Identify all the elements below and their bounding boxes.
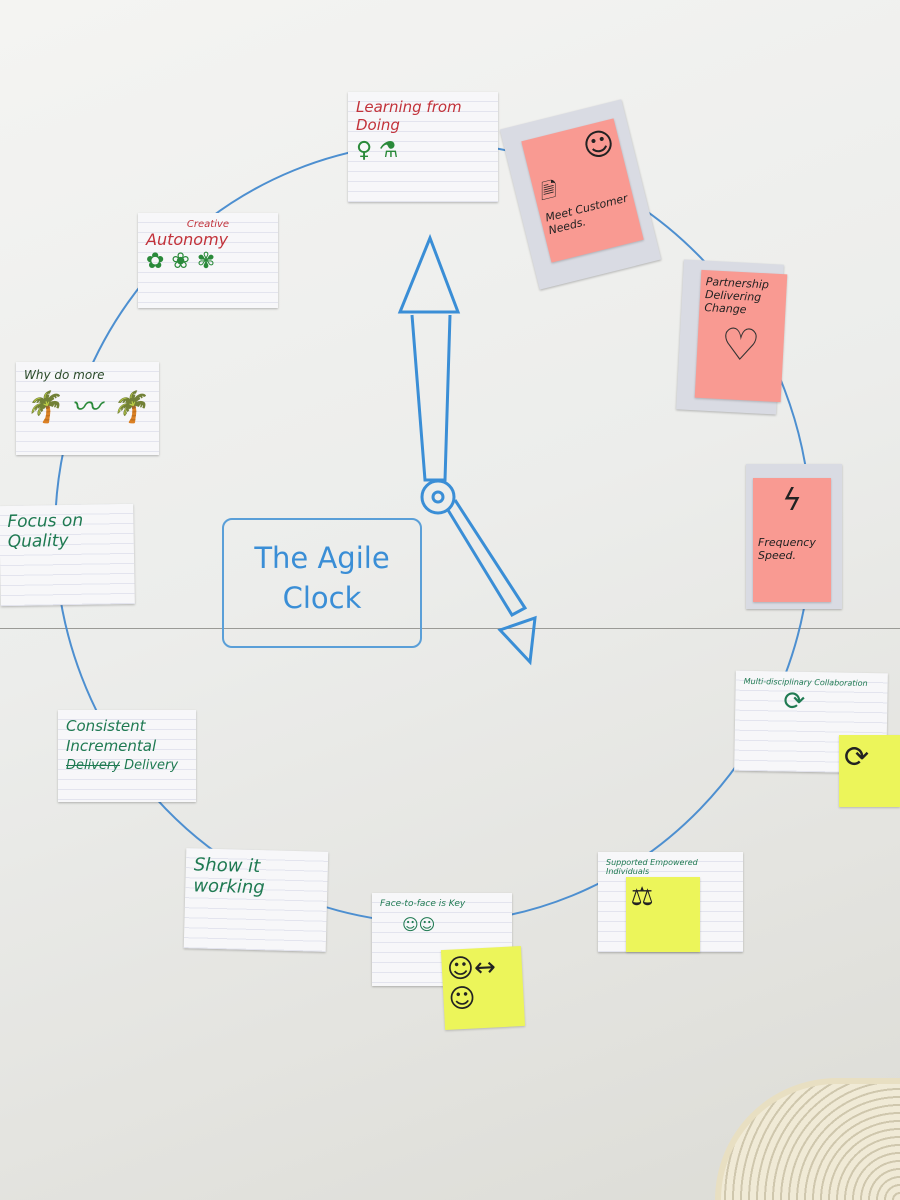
palm-tree-icon: 🌴 〰 🌴	[24, 390, 148, 425]
title-box: The Agile Clock	[222, 518, 422, 648]
lightning-icon: ϟ	[782, 483, 802, 518]
sticky-multi-disciplinary: ⟳	[839, 735, 900, 807]
card-label-small: Creative	[186, 219, 230, 230]
crossed-out-word: Delivery	[66, 758, 120, 773]
card-why-do-more: Why do more 🌴 〰 🌴	[16, 362, 159, 455]
card-label: Autonomy	[146, 230, 229, 249]
seesaw-icon: ⚖	[631, 882, 654, 912]
faces-icon: ☺☺	[402, 915, 436, 934]
heart-fist-icon: ♡	[719, 318, 762, 372]
clock-hub	[420, 479, 456, 515]
card-label: Supported Empowered Individuals	[606, 858, 698, 876]
card-label-2: Incremental	[66, 737, 157, 755]
sticky-supported: ⚖	[626, 877, 700, 952]
card-focus-on-quality: Focus on Quality	[0, 503, 135, 607]
title-line-2: Clock	[282, 581, 362, 615]
card-label: Multi-disciplinary Collaboration	[743, 676, 868, 688]
card-label: Focus on Quality	[7, 510, 84, 553]
card-learning-from-doing: Learning from Doing ♀ ⚗	[348, 92, 498, 202]
flower-icon: ✿ ❀ ✾	[146, 249, 216, 274]
title-line-1: The Agile	[254, 541, 390, 575]
sticky-label: Partnership Delivering Change	[704, 275, 770, 317]
sticky-frequency-speed: ϟ Frequency Speed.	[753, 478, 831, 602]
cycle-people-icon: ⟳	[844, 740, 870, 775]
card-label-1: Consistent	[66, 717, 146, 735]
card-consistent-incremental-delivery: Consistent Incremental Delivery Delivery	[58, 710, 196, 802]
sticky-face-to-face: ☺↔☺	[440, 945, 526, 1031]
card-label: Why do more	[24, 368, 105, 382]
clock-hand-long	[397, 233, 461, 482]
card-label: Face-to-face is Key	[380, 899, 466, 909]
card-show-it-working: Show it working	[183, 848, 329, 952]
card-label-3: Delivery	[124, 758, 179, 773]
two-people-icon: ☺↔☺	[446, 952, 497, 1015]
stick-figure-icon: ♀ ⚗	[356, 138, 399, 163]
cycle-icon: ⟳	[783, 686, 806, 717]
card-creative-autonomy: Creative Autonomy ✿ ❀ ✾	[138, 213, 278, 308]
card-label: Learning from Doing	[356, 98, 462, 134]
sticky-label: Frequency Speed.	[758, 536, 816, 562]
sticky-partnership: Partnership Delivering Change ♡	[694, 269, 788, 403]
clock-hand-short	[446, 499, 537, 666]
whiteboard-seam	[0, 628, 900, 629]
card-label: Show it working	[193, 854, 266, 899]
